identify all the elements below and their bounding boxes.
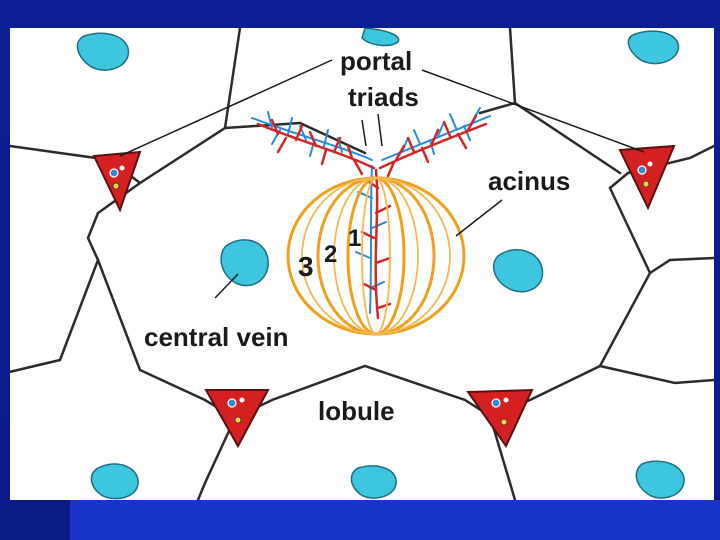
diagram-svg: portal triads acinus central vein lobule… [3, 26, 716, 502]
central-vein [350, 465, 397, 499]
central-vein [76, 32, 130, 71]
lobule-boundaries [3, 26, 716, 502]
central-vein [627, 30, 680, 65]
central-vein [492, 249, 544, 293]
central-vein [635, 460, 685, 499]
label-zone-1: 1 [348, 225, 361, 252]
central-vein [220, 239, 269, 287]
central-vein [90, 463, 139, 500]
label-acinus: acinus [488, 166, 570, 196]
label-triads: triads [348, 82, 419, 112]
label-portal: portal [340, 46, 412, 76]
label-zone-2: 2 [324, 241, 337, 268]
acinus-zones [286, 176, 466, 336]
portal-triad-branches [251, 107, 491, 320]
label-zone-3: 3 [298, 251, 314, 282]
portal-triad [618, 144, 676, 211]
liver-lobule-diagram: portal triads acinus central vein lobule… [3, 26, 716, 502]
portal-triads [92, 144, 676, 449]
portal-triad [204, 389, 270, 449]
bottom-strip [70, 500, 720, 540]
portal-triad [466, 388, 534, 448]
central-veins [76, 27, 685, 500]
label-central-vein: central vein [144, 322, 289, 352]
central-vein [361, 27, 400, 47]
label-lobule: lobule [318, 396, 395, 426]
portal-triad [92, 150, 142, 213]
leader-lines [119, 59, 645, 299]
